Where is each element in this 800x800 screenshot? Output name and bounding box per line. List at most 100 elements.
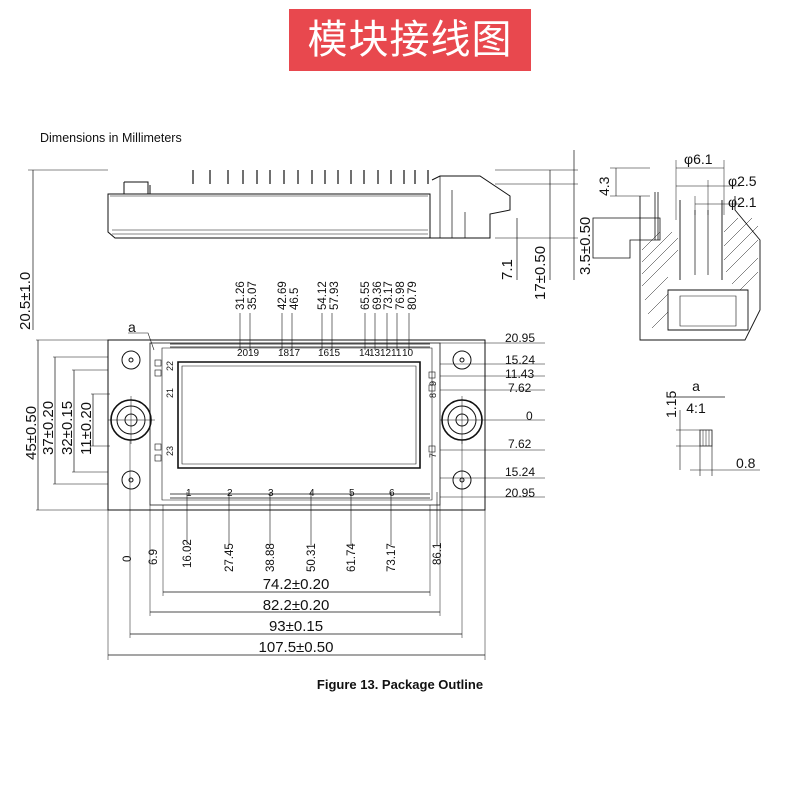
dim-phi-6-1: φ6.1 xyxy=(684,151,713,167)
y-dim-label: 0 xyxy=(526,409,533,423)
dim-107-5: 107.5±0.50 xyxy=(259,639,334,656)
detail-a-labels: a 4:1 1.15 0.8 xyxy=(663,378,756,471)
pin-number: 5 xyxy=(349,488,355,499)
dim-1-15: 1.15 xyxy=(663,391,679,418)
x-dim-label: 6.9 xyxy=(148,549,160,565)
left-x-dim-labels: 0 6.9 xyxy=(122,549,160,565)
y-dim-label: 15.24 xyxy=(505,465,535,479)
pin-number: 11 xyxy=(391,348,402,359)
pin-number: 12 xyxy=(380,348,392,359)
bottom-pin-x-label: 50.31 xyxy=(306,543,318,572)
bottom-pin-x-label: 38.88 xyxy=(265,543,277,572)
bottom-pin-x-label: 16.02 xyxy=(182,539,194,568)
right-y-dim-labels: 20.95 15.24 11.43 7.62 0 7.62 15.24 20.9… xyxy=(505,331,535,500)
side-pins xyxy=(192,170,429,184)
bottom-pin-x-labels: 16.02 27.45 38.88 50.31 61.74 73.17 86.1 xyxy=(182,539,444,572)
dim-0-8: 0.8 xyxy=(736,455,756,471)
pin-number: 10 xyxy=(402,348,414,359)
pin-number: 7 xyxy=(428,453,438,458)
side-body xyxy=(107,193,431,239)
detail-a-scale: 4:1 xyxy=(686,400,706,416)
dim-82-2: 82.2±0.20 xyxy=(263,597,330,614)
bottom-pin-x-label: 73.17 xyxy=(386,543,398,572)
pin-number: 18 xyxy=(278,348,290,359)
bottom-pin-extensions xyxy=(186,492,438,545)
side-left-terminal xyxy=(123,181,151,194)
pin-number: 22 xyxy=(165,361,175,371)
top-pin-x-labels: 31.26 35.07 42.69 46.5 54.12 57.93 65.55… xyxy=(235,281,419,310)
detail-a-title: a xyxy=(692,378,700,394)
module-wiring-title-banner: 模块接线图 xyxy=(289,9,531,71)
side-view xyxy=(28,150,578,330)
dim-93: 93±0.15 xyxy=(269,618,323,635)
dim-7-1: 7.1 xyxy=(499,259,516,280)
top-pin-numbers: 20 19 18 17 16 15 14 13 12 11 10 xyxy=(237,348,414,359)
dim-phi-2-1: φ2.1 xyxy=(728,194,757,210)
top-pin-x-label: 76.98 xyxy=(395,281,407,310)
x-dim-label: 0 xyxy=(122,556,134,562)
top-pin-x-label: 73.17 xyxy=(383,281,395,310)
y-dim-label: 15.24 xyxy=(505,353,535,367)
bottom-pin-x-label: 86.1 xyxy=(432,543,444,565)
pin-number: 4 xyxy=(309,488,315,499)
side-pin-markers xyxy=(154,359,436,462)
top-pin-row xyxy=(170,343,430,348)
dim-45: 45±0.50 xyxy=(23,406,40,460)
dim-74-2: 74.2±0.20 xyxy=(263,576,330,593)
dim-4-3: 4.3 xyxy=(596,176,612,196)
pin-number: 21 xyxy=(165,388,175,398)
top-pin-x-label: 31.26 xyxy=(235,281,247,310)
left-y-dim-lines xyxy=(36,339,110,511)
pin-number: 3 xyxy=(268,488,274,499)
top-pin-extensions xyxy=(239,313,410,350)
module-body xyxy=(149,342,441,506)
cross-section-dims: φ6.1 φ2.5 φ2.1 4.3 xyxy=(596,151,757,210)
module-window xyxy=(177,361,421,469)
right-y-extensions xyxy=(440,342,545,498)
side-right-bracket xyxy=(430,175,511,239)
terminal-cross-section xyxy=(592,160,761,341)
mounting-holes xyxy=(108,350,485,490)
y-dim-label: 20.95 xyxy=(505,331,535,345)
y-dim-label: 7.62 xyxy=(508,381,532,395)
left-y-dim-labels: 45±0.50 37±0.20 32±0.15 11±0.20 xyxy=(23,401,95,460)
pin-number: 1 xyxy=(186,488,192,499)
detail-a-callout: a xyxy=(128,319,136,335)
bottom-pin-numbers: 1 2 3 4 5 6 xyxy=(186,488,395,499)
pin-number: 14 xyxy=(359,348,371,359)
dim-17: 17±0.50 xyxy=(532,246,549,300)
side-pin-numbers: 22 21 23 7 8 9 xyxy=(165,361,438,458)
top-pin-x-label: 35.07 xyxy=(247,281,259,310)
dim-3-5: 3.5±0.50 xyxy=(577,217,594,275)
top-pin-x-label: 69.36 xyxy=(372,281,384,310)
pin-number: 16 xyxy=(318,348,330,359)
y-dim-label: 11.43 xyxy=(505,367,534,381)
pin-number: 15 xyxy=(329,348,341,359)
y-dim-label: 20.95 xyxy=(505,486,535,500)
pin-number: 6 xyxy=(389,488,395,499)
dim-phi-2-5: φ2.5 xyxy=(728,173,757,189)
figure-caption: Figure 13. Package Outline xyxy=(316,677,484,692)
width-dim-labels: 74.2±0.20 82.2±0.20 93±0.15 107.5±0.50 xyxy=(259,576,334,656)
pin-number: 13 xyxy=(369,348,381,359)
pin-number: 8 xyxy=(428,393,438,398)
pin-number: 2 xyxy=(227,488,233,499)
dim-32: 32±0.15 xyxy=(59,401,76,455)
top-pin-x-label: 54.12 xyxy=(317,281,329,310)
pin-number: 23 xyxy=(165,446,175,456)
pin-number: 17 xyxy=(289,348,301,359)
pin-number: 19 xyxy=(248,348,260,359)
bottom-pin-x-label: 61.74 xyxy=(346,543,358,572)
width-dim-lines xyxy=(107,440,486,660)
y-dim-label: 7.62 xyxy=(508,437,532,451)
units-note: Dimensions in Millimeters xyxy=(40,131,182,145)
top-pin-x-label: 57.93 xyxy=(329,281,341,310)
pin-number: 9 xyxy=(428,381,438,386)
detail-a xyxy=(667,396,760,476)
dim-11: 11±0.20 xyxy=(78,402,95,455)
top-pin-x-label: 80.79 xyxy=(407,281,419,310)
top-pin-x-label: 46.5 xyxy=(289,288,301,310)
bottom-pin-row xyxy=(170,493,430,499)
pin-number: 20 xyxy=(237,348,249,359)
